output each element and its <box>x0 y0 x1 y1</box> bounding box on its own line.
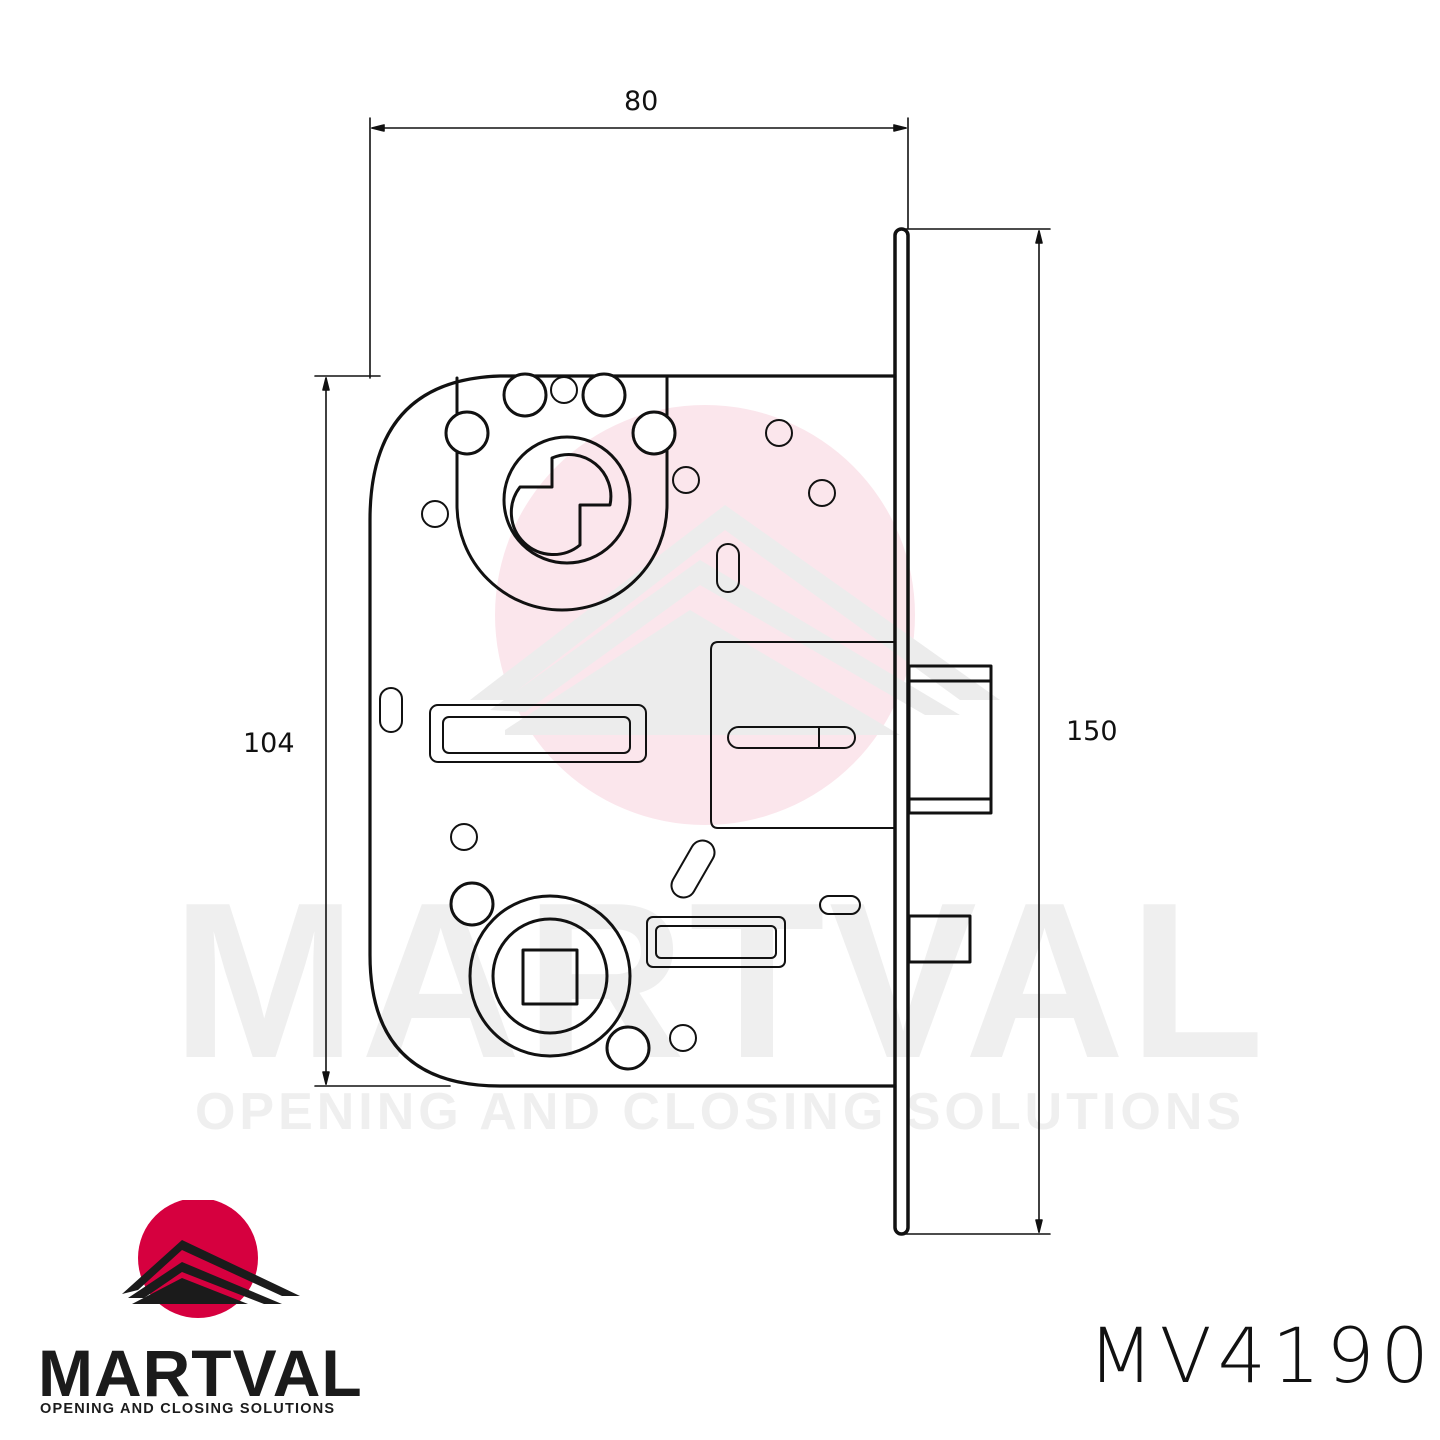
latch-bolt <box>907 664 993 815</box>
latch-housing <box>710 641 896 829</box>
faceplate <box>893 227 910 1236</box>
model-number: MV4190 <box>1088 1311 1435 1400</box>
cylinder-housing <box>444 372 677 612</box>
slots-middle <box>379 687 647 763</box>
deadbolt <box>907 914 972 964</box>
dimension-label-faceplate-height: 150 <box>1066 716 1118 747</box>
dimension-height-150 <box>903 228 1051 1235</box>
brand-tagline: OPENING AND CLOSING SOLUTIONS <box>40 1401 336 1417</box>
lock-body-outline <box>368 374 897 1088</box>
watermark-brand-name: MARTVAL <box>171 857 1269 1105</box>
watermark-tagline: OPENING AND CLOSING SOLUTIONS <box>194 1083 1246 1141</box>
mounting-holes-top <box>421 419 836 593</box>
dimension-label-body-height: 104 <box>243 728 295 759</box>
dimension-label-width: 80 <box>624 86 659 117</box>
mounting-holes-bottom <box>450 823 861 1052</box>
brand-name: MARTVAL <box>38 1336 363 1410</box>
dimension-height-104 <box>314 375 451 1087</box>
brand-logo-icon <box>122 1200 300 1318</box>
dimension-width-80 <box>369 117 909 379</box>
slot-lower <box>646 916 786 968</box>
handle-follower <box>449 881 651 1071</box>
